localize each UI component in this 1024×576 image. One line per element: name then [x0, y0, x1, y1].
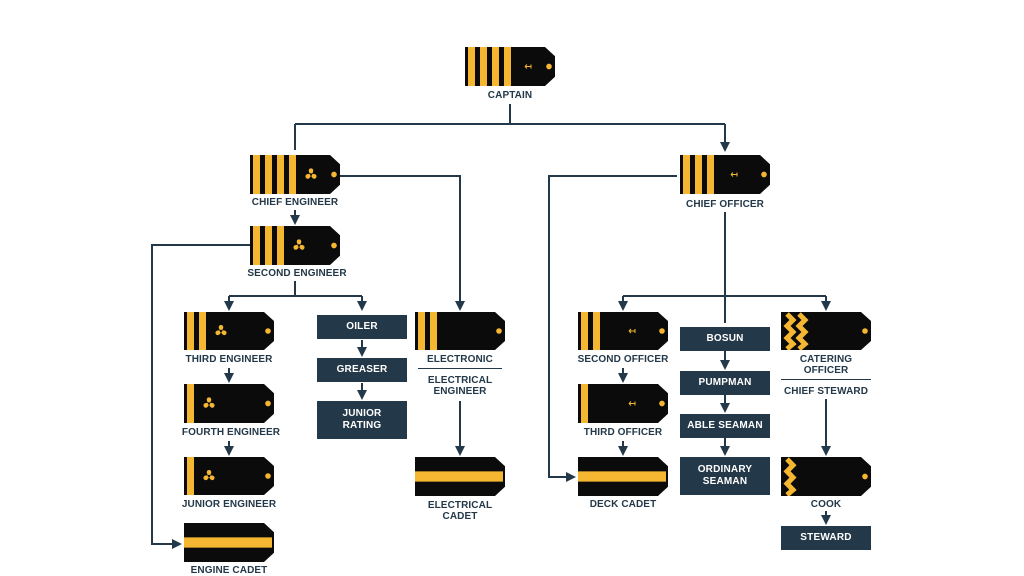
- chief-officer-epaulette: [680, 155, 770, 194]
- propeller-icon: [215, 325, 227, 336]
- third-officer-label: THIRD OFFICER: [583, 427, 663, 438]
- catering-officer-epaulette: [781, 312, 871, 351]
- anchor-icon: [628, 328, 636, 334]
- anchor-icon: [730, 172, 738, 177]
- steward-box: STEWARD: [781, 526, 871, 550]
- junior-engineer-epaulette: [184, 457, 274, 495]
- co-to-deckcadet-connector: [548, 175, 677, 482]
- able-seaman-box: ABLE SEAMAN: [680, 414, 770, 438]
- third-engineer-epaulette: [184, 312, 274, 350]
- junior-engineer-label: JUNIOR ENGINEER: [181, 499, 277, 510]
- propeller-icon: [203, 397, 215, 408]
- propeller-icon: [203, 470, 215, 481]
- second-officer-label: SECOND OFFICER: [577, 354, 669, 365]
- pumpman-box: PUMPMAN: [680, 371, 770, 395]
- catering-separator: [781, 379, 871, 380]
- second-officer-epaulette: [578, 312, 668, 350]
- chief-engineer-label: CHIEF ENGINEER: [251, 197, 339, 208]
- third-officer-epaulette: [578, 384, 668, 423]
- fourth-engineer-label: FOURTH ENGINEER: [181, 427, 281, 438]
- captain-connector: [294, 104, 725, 150]
- engine-cadet-label: ENGINE CADET: [190, 565, 268, 576]
- electronic-epaulette: [415, 312, 505, 350]
- second-engineer-label: SECOND ENGINEER: [247, 268, 347, 279]
- captain-epaulette: [465, 47, 555, 86]
- oiler-box: OILER: [317, 315, 407, 339]
- electrical-engineer-label: ELECTRICAL ENGINEER: [427, 375, 493, 397]
- propeller-icon: [305, 168, 317, 179]
- chief-officer-label: CHIEF OFFICER: [686, 199, 764, 210]
- anchor-icon: [628, 401, 636, 406]
- cook-epaulette: [781, 457, 871, 497]
- junior-rating-box: JUNIOR RATING: [317, 401, 407, 439]
- electrical-cadet-epaulette: [415, 457, 505, 496]
- chief-engineer-epaulette: [250, 155, 340, 194]
- deck-cadet-epaulette: [578, 457, 668, 496]
- se-split-connector: [228, 281, 362, 309]
- engine-cadet-epaulette: [184, 523, 274, 562]
- fourth-engineer-epaulette: [184, 384, 274, 423]
- electronic-label: ELECTRONIC: [427, 354, 493, 365]
- catering-officer-label: CATERING OFFICER: [799, 354, 853, 376]
- third-engineer-label: THIRD ENGINEER: [185, 354, 273, 365]
- bosun-box: BOSUN: [680, 327, 770, 351]
- deck-cadet-label: DECK CADET: [589, 499, 657, 510]
- ordinary-seaman-box: ORDINARY SEAMAN: [680, 457, 770, 495]
- electrical-separator: [418, 368, 502, 369]
- chief-steward-label: CHIEF STEWARD: [783, 386, 869, 397]
- anchor-icon: [524, 64, 532, 69]
- captain-label: CAPTAIN: [487, 90, 533, 101]
- cook-label: COOK: [810, 499, 842, 510]
- second-engineer-epaulette: [250, 226, 340, 265]
- ce-to-electronic-connector: [340, 175, 465, 311]
- co-split-connector: [622, 212, 826, 323]
- se-to-cadet-connector: [151, 244, 250, 549]
- propeller-icon: [293, 239, 305, 250]
- greaser-box: GREASER: [317, 358, 407, 382]
- electrical-cadet-label: ELECTRICAL CADET: [427, 500, 493, 522]
